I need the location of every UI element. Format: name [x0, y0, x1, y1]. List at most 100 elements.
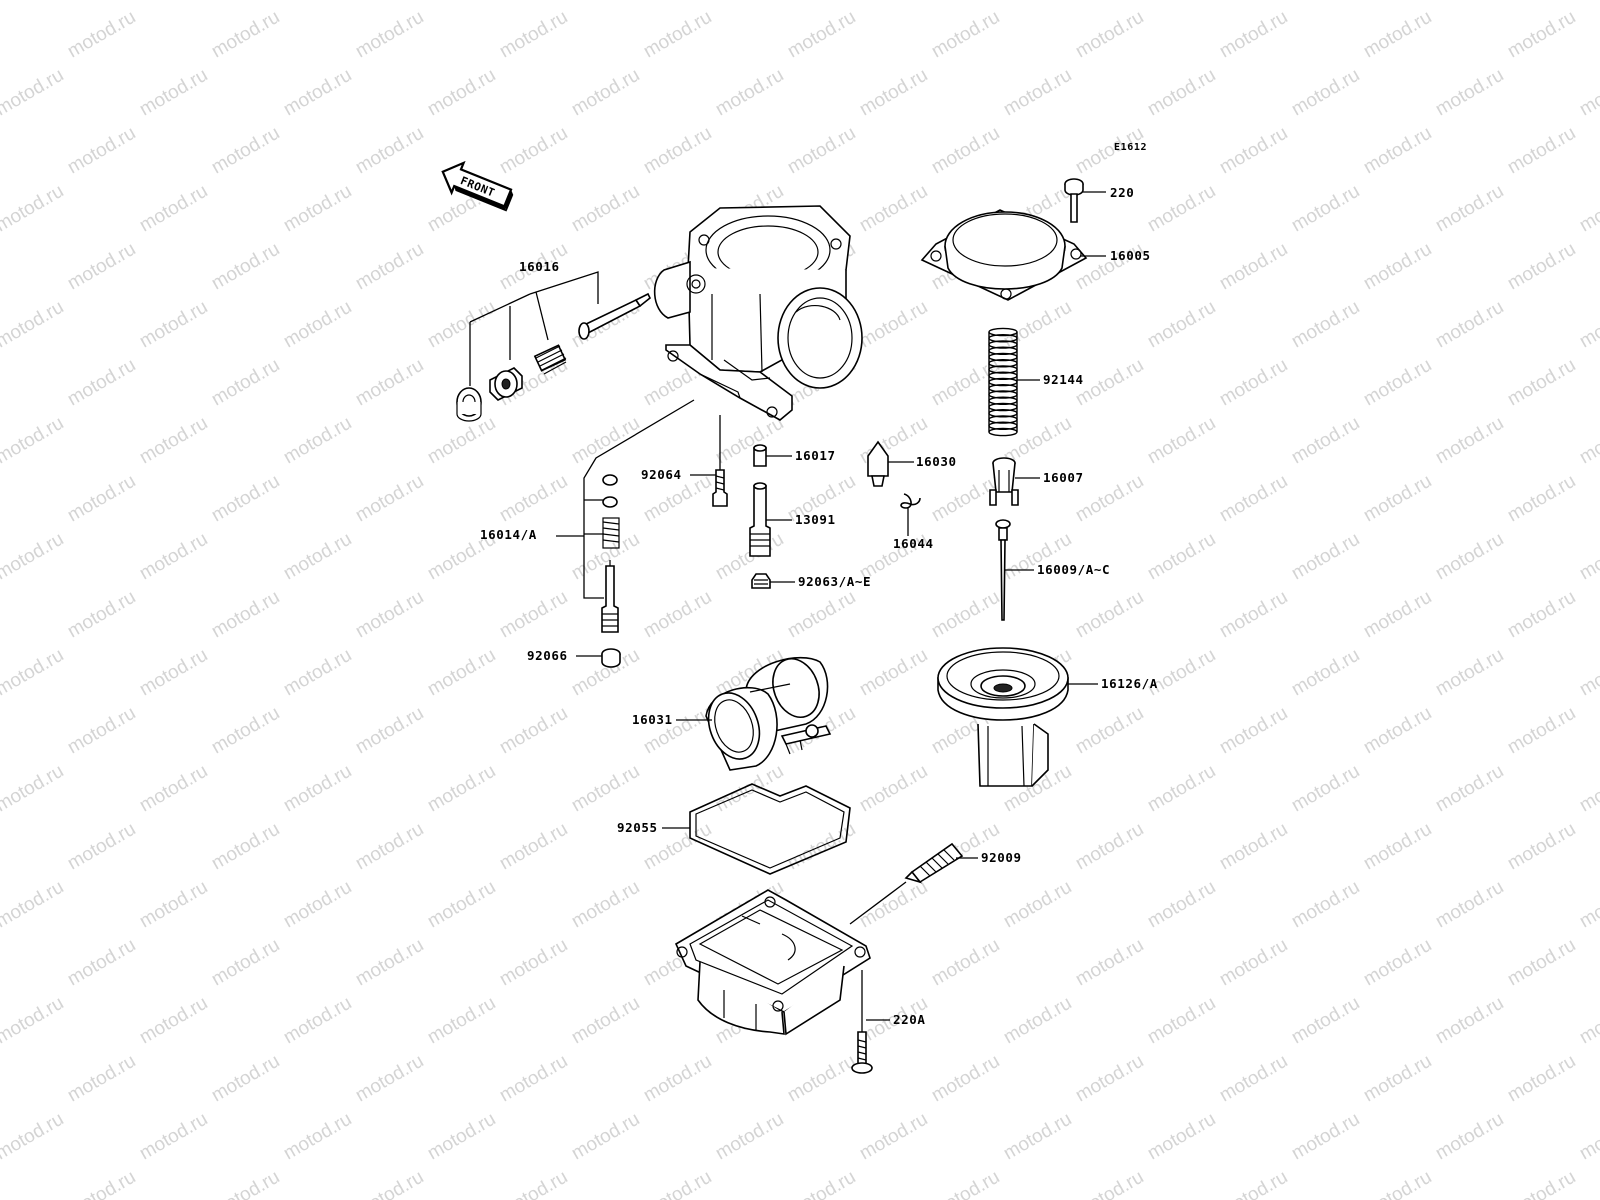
watermark-text: motod.ru [1288, 413, 1363, 469]
watermark-text: motod.ru [352, 935, 427, 991]
watermark-text: motod.ru [496, 471, 571, 527]
watermark-text: motod.ru [1504, 1051, 1579, 1107]
watermark-text: motod.ru [1288, 993, 1363, 1049]
choke-plunger-parts: 16016 [456, 259, 652, 422]
watermark-text: motod.ru [1000, 0, 1075, 4]
watermark-text: motod.ru [1288, 297, 1363, 353]
watermark-text: motod.ru [208, 587, 283, 643]
watermark-text: motod.ru [0, 1109, 67, 1165]
watermark-text: motod.ru [784, 587, 859, 643]
watermark-text: motod.ru [208, 819, 283, 875]
watermark-text: motod.ru [856, 0, 931, 4]
watermark-text: motod.ru [424, 413, 499, 469]
watermark-text: motod.ru [1360, 471, 1435, 527]
watermark-text: motod.ru [1144, 413, 1219, 469]
watermark-text: motod.ru [208, 471, 283, 527]
watermark-text: motod.ru [1360, 819, 1435, 875]
watermark-text: motod.ru [1432, 413, 1507, 469]
watermark-text: motod.ru [1576, 645, 1600, 701]
watermark-text: motod.ru [856, 645, 931, 701]
watermark-text: motod.ru [1000, 65, 1075, 121]
watermark-text: motod.ru [1576, 761, 1600, 817]
watermark-text: motod.ru [712, 413, 787, 469]
watermark-text: motod.ru [712, 1109, 787, 1165]
watermark-text: motod.ru [1360, 239, 1435, 295]
watermark-text: motod.ru [856, 297, 931, 353]
part-92064: 92064 [641, 415, 728, 507]
watermark-text: motod.ru [1576, 413, 1600, 469]
watermark-text: motod.ru [0, 0, 67, 4]
part-16044: 16044 [893, 493, 934, 551]
watermark-text: motod.ru [1576, 0, 1600, 4]
watermark-text: motod.ru [0, 65, 67, 121]
watermark-text: motod.ru [1072, 703, 1147, 759]
watermark-text: motod.ru [1000, 297, 1075, 353]
carburetor-body [653, 205, 863, 421]
watermark-text: motod.ru [64, 123, 139, 179]
watermark-text: motod.ru [1504, 1167, 1579, 1200]
watermark-text: motod.ru [1216, 935, 1291, 991]
watermark-text: motod.ru [1576, 181, 1600, 237]
watermark-text: motod.ru [1432, 877, 1507, 933]
label-16014: 16014/A [480, 527, 537, 542]
part-220: 220 [1064, 178, 1134, 223]
watermark-text: motod.ru [1432, 181, 1507, 237]
watermark-text: motod.ru [1288, 65, 1363, 121]
watermark-text: motod.ru [0, 645, 67, 701]
spring-outline [988, 332, 1018, 432]
watermark-text: motod.ru [1216, 1167, 1291, 1200]
watermark-text: motod.ru [1288, 181, 1363, 237]
watermark-text: motod.ru [640, 1167, 715, 1200]
watermark-text: motod.ru [1072, 1167, 1147, 1200]
watermark-text: motod.ru [1288, 645, 1363, 701]
watermark-text: motod.ru [280, 181, 355, 237]
watermark-text: motod.ru [136, 181, 211, 237]
part-13091: 13091 [749, 482, 836, 557]
watermark-text: motod.ru [0, 761, 67, 817]
watermark-text: motod.ru [136, 413, 211, 469]
watermark-text: motod.ru [0, 413, 67, 469]
watermark-text: motod.ru [784, 1051, 859, 1107]
watermark-text: motod.ru [1216, 1051, 1291, 1107]
label-16005: 16005 [1110, 248, 1151, 263]
label-16044: 16044 [893, 536, 934, 551]
watermark-text: motod.ru [352, 239, 427, 295]
watermark-text: motod.ru [1360, 7, 1435, 63]
watermark-text: motod.ru [1216, 587, 1291, 643]
watermark-text: motod.ru [280, 297, 355, 353]
watermark-text: motod.ru [712, 65, 787, 121]
watermark-text: motod.ru [496, 819, 571, 875]
watermark-text: motod.ru [1000, 1109, 1075, 1165]
label-16030: 16030 [916, 454, 957, 469]
watermark-text: motod.ru [568, 877, 643, 933]
watermark-text: motod.ru [1432, 1109, 1507, 1165]
watermark-text: motod.ru [928, 1167, 1003, 1200]
watermark-text: motod.ru [352, 819, 427, 875]
watermark-text: motod.ru [0, 297, 67, 353]
watermark-text: motod.ru [1432, 0, 1507, 4]
label-220: 220 [1110, 185, 1134, 200]
watermark-text: motod.ru [496, 1167, 571, 1200]
float-bowl [674, 889, 871, 1036]
watermark-text: motod.ru [280, 761, 355, 817]
watermark-text: motod.ru [64, 7, 139, 63]
watermark-text: motod.ru [1432, 297, 1507, 353]
watermark-text: motod.ru [1216, 819, 1291, 875]
watermark-text: motod.ru [496, 7, 571, 63]
watermark-text: motod.ru [0, 993, 67, 1049]
diagram-code: E1612 [1114, 142, 1147, 153]
label-16031: 16031 [632, 712, 673, 727]
label-92009: 92009 [981, 850, 1022, 865]
label-92066: 92066 [527, 648, 568, 663]
watermark-text: motod.ru [136, 529, 211, 585]
watermark-text: motod.ru [856, 181, 931, 237]
watermark-text: motod.ru [352, 123, 427, 179]
watermark-text: motod.ru [208, 123, 283, 179]
watermark-text: motod.ru [640, 587, 715, 643]
watermark-text: motod.ru [1216, 703, 1291, 759]
watermark-text: motod.ru [64, 355, 139, 411]
watermark-text: motod.ru [1144, 1109, 1219, 1165]
watermark-text: motod.ru [1288, 529, 1363, 585]
part-16009: 16009/A~C [995, 519, 1110, 621]
label-13091: 13091 [795, 512, 836, 527]
